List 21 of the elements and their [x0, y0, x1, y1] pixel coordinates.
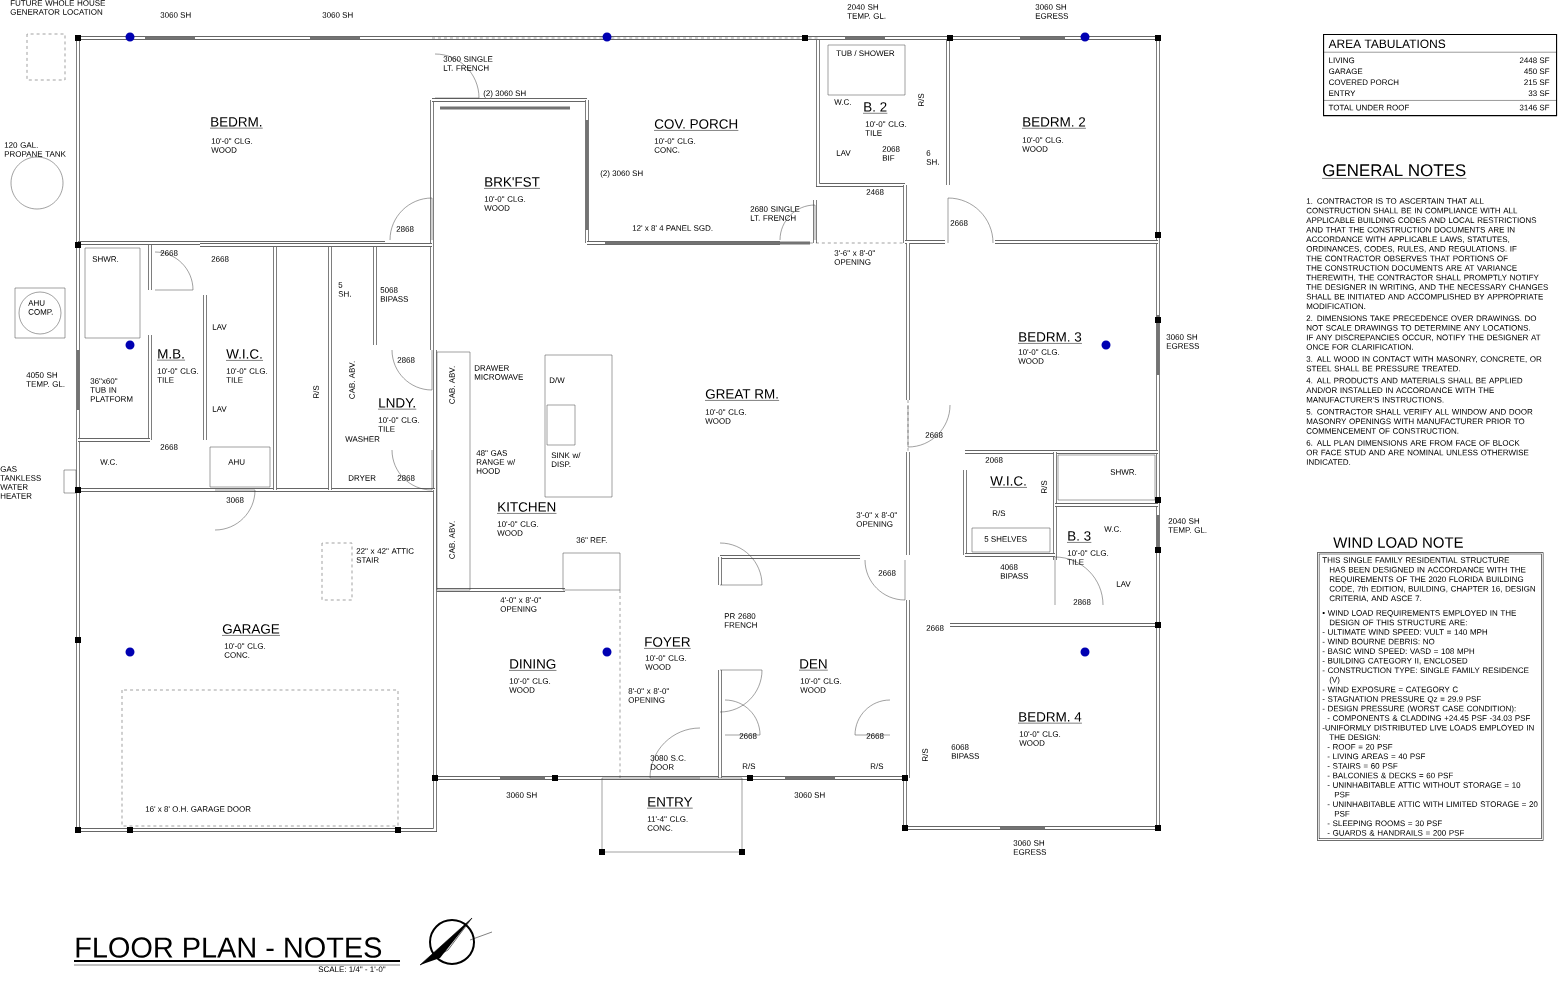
room-name: GARAGE	[221, 624, 281, 636]
room-name: B. 3	[1066, 531, 1092, 543]
room-name: DINING	[508, 659, 557, 671]
room-name: W.I.C.	[989, 476, 1028, 488]
room-name: GREAT RM.	[704, 389, 780, 401]
room-name: M.B.	[156, 349, 186, 361]
room-name: KITCHEN	[496, 502, 557, 514]
room-name: FOYER	[643, 637, 691, 649]
room-name: W.I.C.	[225, 349, 264, 361]
room-name: LNDY.	[377, 398, 417, 410]
room-name: BEDRM. 4	[1017, 712, 1083, 724]
title: FLOOR PLAN - NOTES	[73, 937, 401, 962]
room-name: DEN	[798, 659, 829, 671]
room-name: COV. PORCH	[653, 119, 739, 131]
room-name: BEDRM. 2	[1021, 117, 1087, 129]
room-name: BRK'FST	[483, 177, 541, 189]
room-name: B. 2	[862, 102, 888, 114]
room-name: BEDRM. 3	[1017, 332, 1083, 344]
notes-heading: GENERAL NOTES	[1321, 164, 1467, 179]
room-name: BEDRM.	[209, 117, 263, 129]
room-name: ENTRY	[646, 797, 693, 809]
